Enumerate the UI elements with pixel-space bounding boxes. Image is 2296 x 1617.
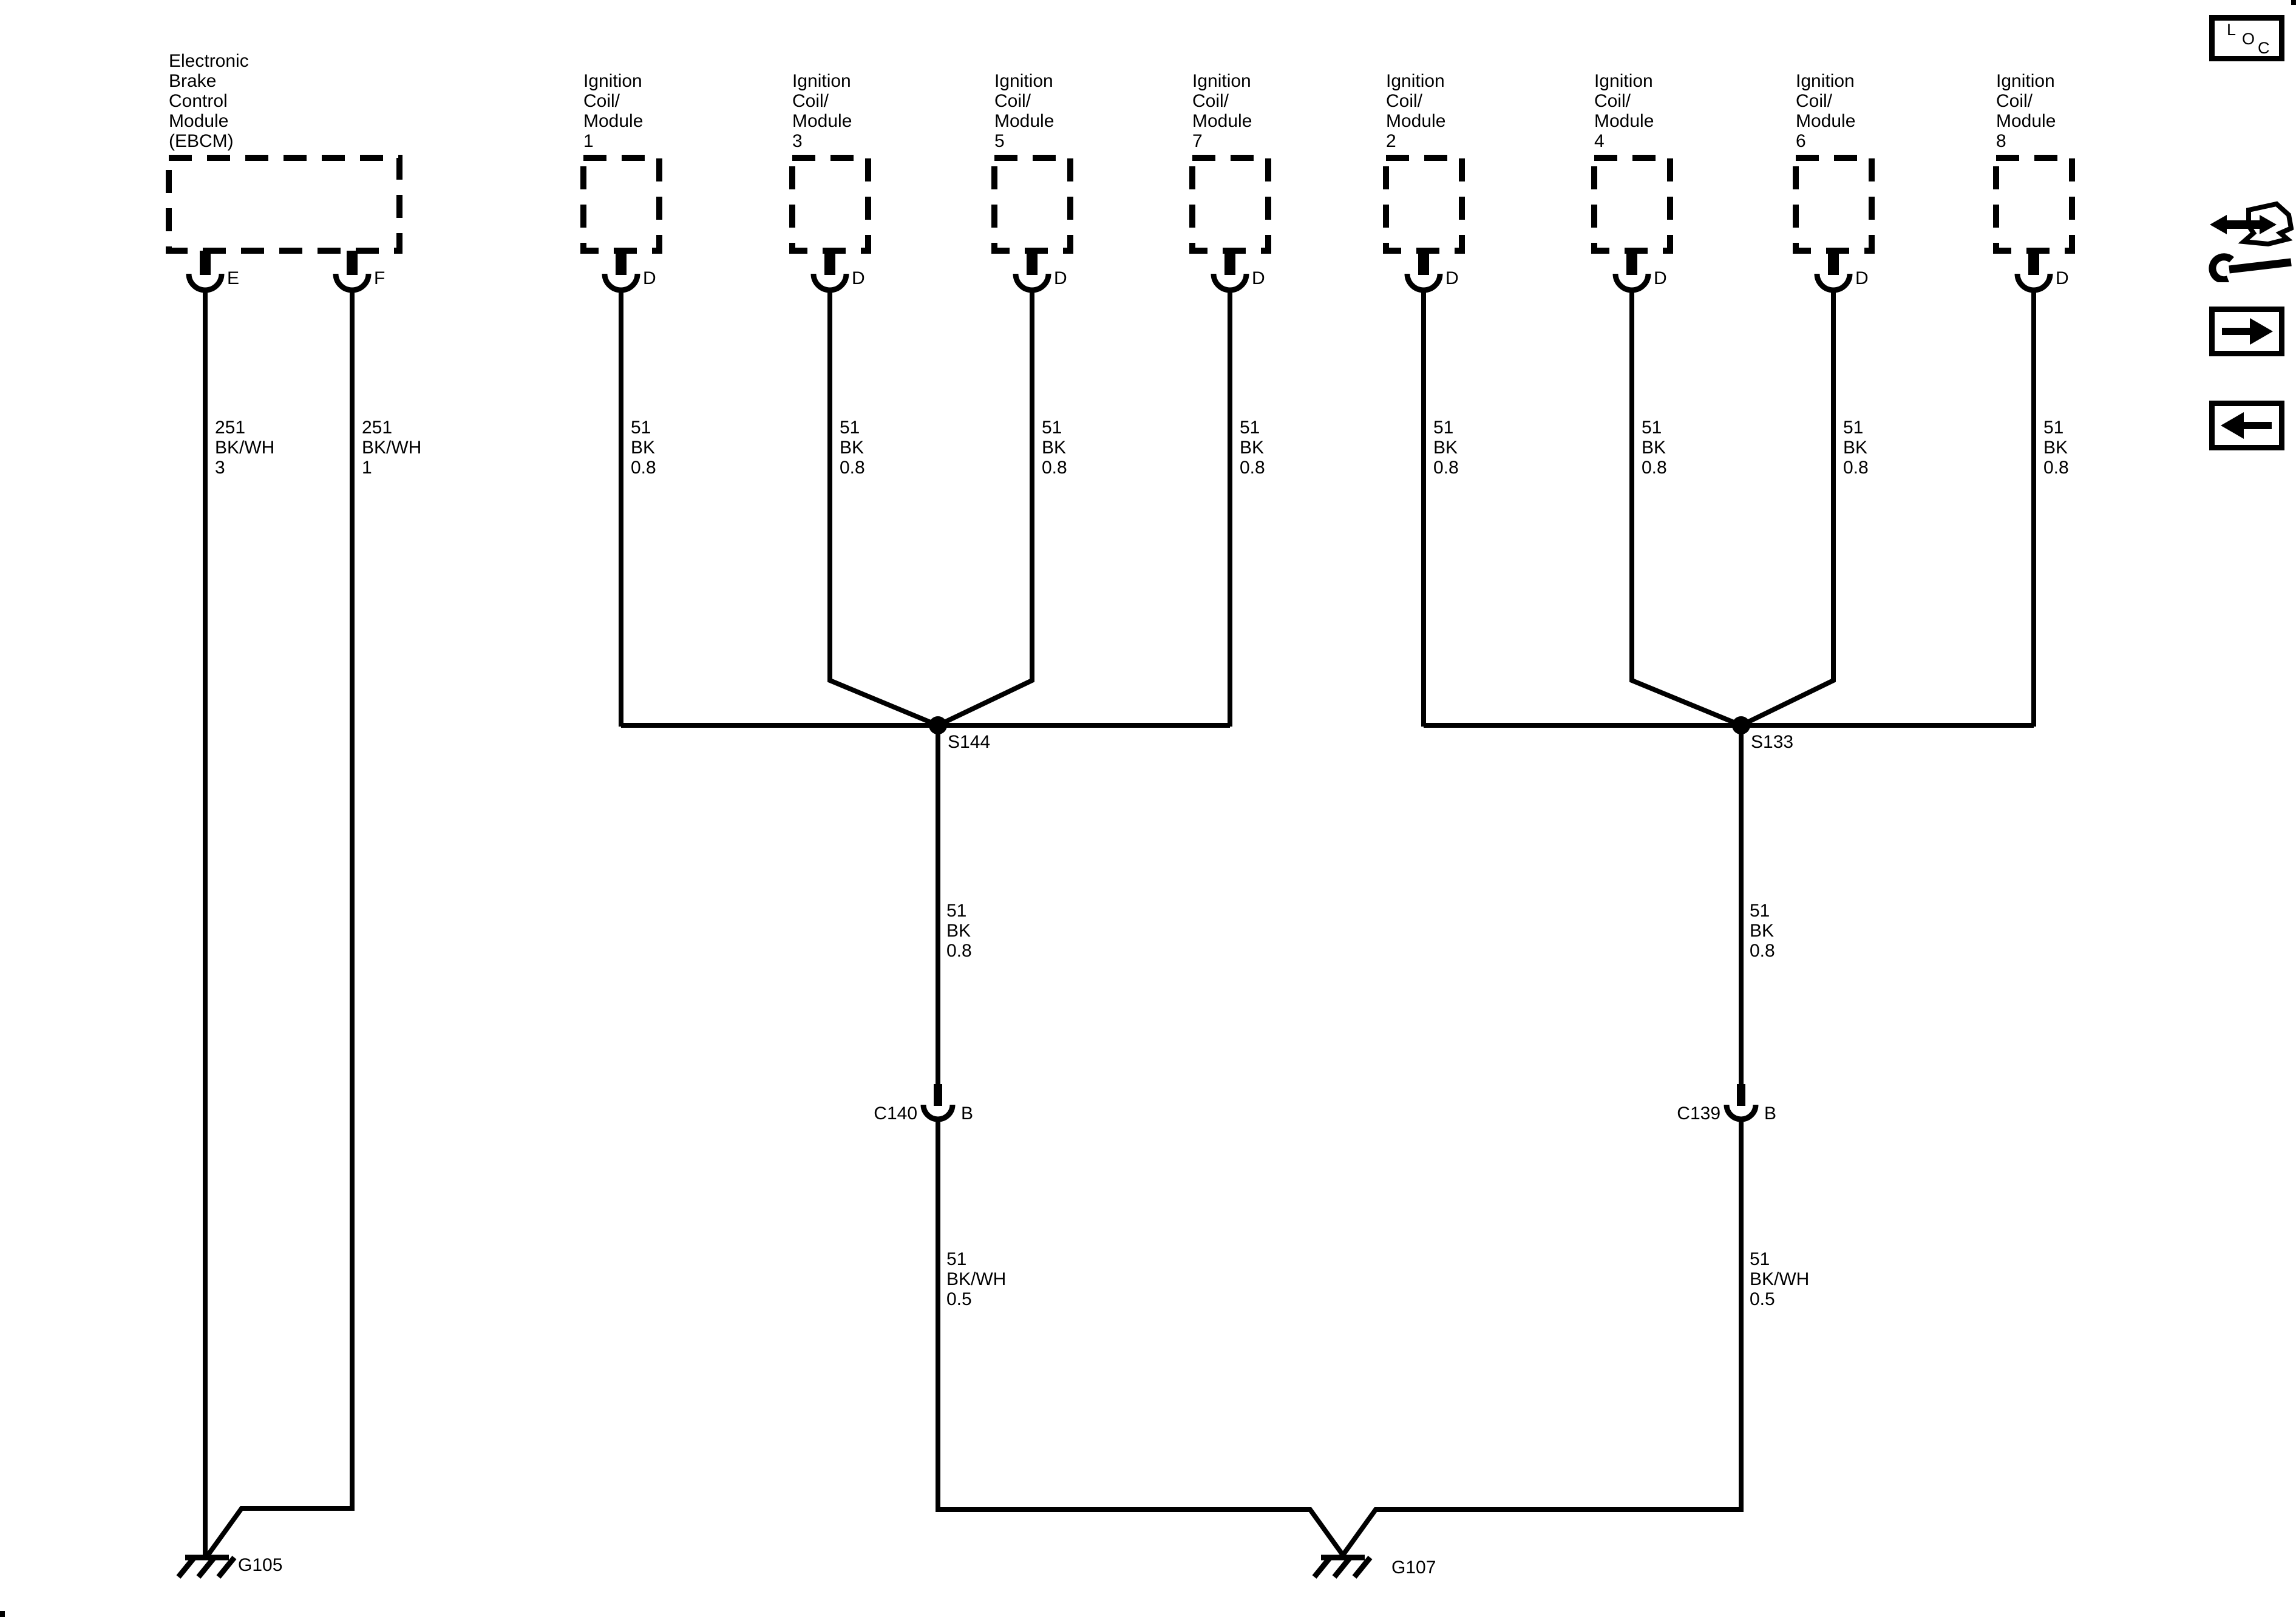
- pin-label-d8: D: [2056, 268, 2069, 288]
- pin-connector-d6: [1814, 251, 1853, 293]
- splice-s144-dot: [929, 716, 947, 734]
- connector-c139-symbol: [1724, 1084, 1759, 1122]
- coil-2-box: [1383, 155, 1465, 254]
- wire-label-coil1: 51 BK 0.8: [631, 418, 656, 478]
- loc-button[interactable]: L O C: [2209, 15, 2284, 61]
- pin-label-d6: D: [1855, 268, 1869, 288]
- wire-label-ebcm-e: 251 BK/WH 3: [215, 418, 275, 478]
- wire-coil5-to-s144: [937, 291, 1034, 728]
- connector-c140-pin: B: [961, 1103, 974, 1124]
- previous-page-button[interactable]: [2209, 401, 2284, 450]
- coil-4-box: [1591, 155, 1673, 254]
- pin-label-e: E: [227, 268, 240, 288]
- coil-7-title: Ignition Coil/ Module 7: [1192, 71, 1252, 151]
- coil-1-title: Ignition Coil/ Module 1: [583, 71, 644, 151]
- coil-7-box: [1189, 155, 1271, 254]
- wire-label-coil3: 51 BK 0.8: [840, 418, 865, 478]
- wire-label-coil6: 51 BK 0.8: [1843, 418, 1869, 478]
- ground-g105-symbol: [176, 1554, 237, 1579]
- pin-label-d1: D: [643, 268, 656, 288]
- coil-8-box: [1993, 155, 2075, 254]
- arrow-left-icon: [2221, 412, 2272, 439]
- wire-coil6-to-s133: [1740, 291, 1836, 728]
- artifact-dot-bottom-left: [0, 1611, 5, 1617]
- coil-5-box: [991, 155, 1073, 254]
- pin-label-d3: D: [852, 268, 865, 288]
- wire-label-coil4: 51 BK 0.8: [1642, 418, 1667, 478]
- wire-label-coil2: 51 BK 0.8: [1433, 418, 1459, 478]
- splice-s144-label: S144: [948, 732, 991, 752]
- wire-c140-to-g107: [936, 1119, 1345, 1557]
- wire-coil4-to-s133: [1629, 291, 1742, 728]
- splice-s133-label: S133: [1751, 732, 1794, 752]
- next-page-button[interactable]: [2209, 307, 2284, 356]
- coil-6-box: [1793, 155, 1875, 254]
- pin-connector-d1: [602, 251, 640, 293]
- connector-c140-label: C140: [874, 1103, 917, 1124]
- pin-connector-f: [333, 251, 372, 293]
- pin-connector-d8: [2014, 251, 2053, 293]
- loc-letter-c: C: [2258, 39, 2270, 57]
- coil-1-box: [580, 155, 662, 254]
- coil-4-title: Ignition Coil/ Module 4: [1594, 71, 1654, 151]
- loc-letter-l: L: [2227, 21, 2237, 39]
- pin-connector-d5: [1013, 251, 1051, 293]
- wire-label-coil7: 51 BK 0.8: [1240, 418, 1265, 478]
- coil-2-title: Ignition Coil/ Module 2: [1386, 71, 1446, 151]
- pin-label-d5: D: [1054, 268, 1067, 288]
- ground-g107-label: G107: [1391, 1558, 1436, 1578]
- pin-connector-d4: [1612, 251, 1651, 293]
- connector-c139-label: C139: [1677, 1103, 1720, 1124]
- wire-label-ebcm-f: 251 BK/WH 1: [362, 418, 422, 478]
- wire-label-c140-out: 51 BK/WH 0.5: [946, 1249, 1007, 1309]
- pin-connector-e: [186, 251, 225, 293]
- arrow-right-icon: [2222, 318, 2273, 345]
- wire-label-coil8: 51 BK 0.8: [2043, 418, 2069, 478]
- splice-s133-dot: [1732, 716, 1750, 734]
- coil-6-title: Ignition Coil/ Module 6: [1796, 71, 1856, 151]
- wire-c139-to-g107: [1340, 1119, 1744, 1557]
- loc-letter-o: O: [2242, 30, 2255, 48]
- connector-c139-pin: B: [1764, 1103, 1777, 1124]
- wire-label-coil5: 51 BK 0.8: [1042, 418, 1067, 478]
- ground-g107-symbol: [1312, 1554, 1373, 1579]
- ebcm-box: [166, 155, 402, 254]
- artifact-mark-top-right: [2291, 0, 2296, 5]
- coil-5-title: Ignition Coil/ Module 5: [994, 71, 1055, 151]
- pin-label-d2: D: [1445, 268, 1459, 288]
- pin-label-f: F: [374, 268, 385, 288]
- wire-coil3-to-s144: [827, 291, 939, 728]
- ebcm-title: Electronic Brake Control Module (EBCM): [169, 51, 249, 151]
- wire-label-s144-stem: 51 BK 0.8: [946, 901, 972, 961]
- diagnostic-tool-button[interactable]: [2209, 200, 2294, 285]
- coil-3-box: [789, 155, 871, 254]
- pin-connector-d2: [1404, 251, 1443, 293]
- coil-3-title: Ignition Coil/ Module 3: [792, 71, 852, 151]
- wrench-arrows-icon: [2209, 201, 2294, 284]
- pin-label-d7: D: [1252, 268, 1265, 288]
- connector-c140-symbol: [920, 1084, 956, 1122]
- wire-label-c139-out: 51 BK/WH 0.5: [1750, 1249, 1810, 1309]
- wire-label-s133-stem: 51 BK 0.8: [1750, 901, 1775, 961]
- wire-ebcm-f-to-g105: [205, 291, 355, 1558]
- pin-connector-d7: [1211, 251, 1249, 293]
- pin-connector-d3: [810, 251, 849, 293]
- coil-8-title: Ignition Coil/ Module 8: [1996, 71, 2056, 151]
- ground-g105-label: G105: [238, 1555, 283, 1575]
- pin-label-d4: D: [1654, 268, 1667, 288]
